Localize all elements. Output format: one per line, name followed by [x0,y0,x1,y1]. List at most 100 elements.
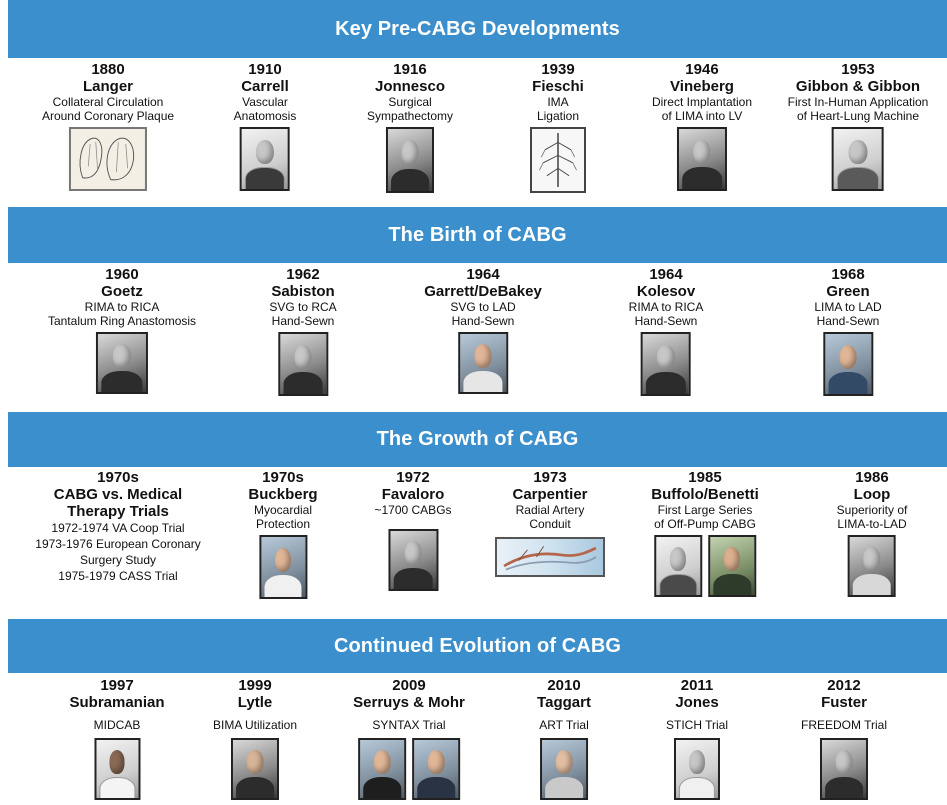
entry-name: Loop [853,486,891,503]
entry-name: CABG vs. Medical [53,486,183,503]
entry-name: Green [826,283,870,300]
entry-desc: Protection [255,517,311,531]
entry-desc: Surgery Study [79,553,157,567]
entry-year: 1916 [393,61,427,78]
entry-name: Fieschi [532,78,584,95]
portrait-photo [94,738,140,800]
entry-desc: Tantalum Ring Anastomosis [47,314,197,328]
timeline-row-pre-cabg: 1880 Langer Collateral Circulation Aroun… [0,61,947,204]
portrait-photo [277,332,328,396]
entry-name: Buffolo/Benetti [651,486,759,503]
entry-desc: of Off-Pump CABG [654,517,756,531]
section-banner-growth-cabg: The Growth of CABG [8,412,947,467]
entry-name: Favaloro [381,486,445,503]
entry-desc: RIMA to RICA [628,300,704,314]
timeline-row-growth-cabg: 1970s CABG vs. Medical Therapy Trials 19… [0,469,947,615]
portrait-photo [259,535,307,599]
entry-desc: of LIMA into LV [661,109,743,123]
entry-taggart: 2010 Taggart ART Trial [537,677,591,800]
portrait-photo [95,332,148,394]
entry-medical-therapy-trials: 1970s CABG vs. Medical Therapy Trials 19… [35,469,200,584]
entry-year: 1999 [238,677,272,694]
entry-desc: Around Coronary Plaque [41,109,175,123]
entry-desc: Anatomosis [233,109,297,123]
entry-desc: 1972-1974 VA Coop Trial [51,521,185,535]
entry-name: Kolesov [636,283,696,300]
entry-desc: RIMA to RICA [84,300,160,314]
entry-year: 2011 [680,677,714,694]
entry-fieschi: 1939 Fieschi IMA Ligation [530,61,586,193]
entry-jones: 2011 Jones STICH Trial [666,677,728,800]
portrait-photo [676,127,727,191]
entry-desc: Sympathectomy [366,109,454,123]
entry-year: 1997 [100,677,134,694]
entry-name: Vineberg [670,78,734,95]
entry-desc: SYNTAX Trial [372,718,446,732]
entry-desc: SVG to RCA [269,300,337,314]
entry-year: 1962 [286,266,320,283]
entry-loop: 1986 Loop Superiority of LIMA-to-LAD [837,469,907,597]
entry-desc: Surgical [388,95,432,109]
entry-favaloro: 1972 Favaloro ~1700 CABGs [374,469,452,591]
entry-buckberg: 1970s Buckberg Myocardial Protection [248,469,318,599]
anatomical-sketch-image [69,127,147,191]
portrait-photo [231,738,279,800]
entry-name: Taggart [537,694,591,711]
entry-name: Therapy Trials [67,503,169,520]
entry-year: 1968 [831,266,865,283]
radial-artery-illustration [495,537,605,577]
entry-desc: ~1700 CABGs [374,503,452,517]
entry-year: 2009 [392,677,426,694]
entry-jonnesco: 1916 Jonnesco Surgical Sympathectomy [367,61,453,193]
entry-gibbon: 1953 Gibbon & Gibbon First In-Human Appl… [787,61,929,191]
entry-year: 1985 [688,469,722,486]
entry-goetz: 1960 Goetz RIMA to RICA Tantalum Ring An… [48,266,196,394]
entry-name: Jones [675,694,719,711]
entry-desc: Radial Artery [515,503,585,517]
entry-desc: SVG to LAD [450,300,516,314]
entry-year: 1939 [541,61,575,78]
entry-year: 1964 [466,266,500,283]
entry-desc: Hand-Sewn [816,314,880,328]
entry-year: 1970s [262,469,304,486]
timeline-row-continued-evolution: 1997 Subramanian MIDCAB 1999 Lytle BIMA … [0,677,947,805]
entry-desc: IMA [547,95,569,109]
entry-desc: Hand-Sewn [271,314,335,328]
entry-desc: LIMA to LAD [814,300,882,314]
entry-name: Carpentier [512,486,588,503]
entry-desc: 1975-1979 CASS Trial [58,569,178,583]
entry-name: Carrell [241,78,289,95]
portrait-photo [641,332,691,396]
entry-desc: First In-Human Application [787,95,929,109]
entry-subramanian: 1997 Subramanian MIDCAB [69,677,165,800]
entry-name: Jonnesco [374,78,446,95]
section-banner-birth-cabg: The Birth of CABG [8,207,947,263]
section-title: Continued Evolution of CABG [333,634,622,657]
entry-garrett-debakey: 1964 Garrett/DeBakey SVG to LAD Hand-Sew… [424,266,542,394]
entry-desc: of Heart-Lung Machine [796,109,920,123]
entry-year: 2010 [547,677,581,694]
entry-year: 1910 [248,61,282,78]
entry-desc: Vascular [242,95,288,109]
entry-vineberg: 1946 Vineberg Direct Implantation of LIM… [652,61,752,191]
section-title: The Growth of CABG [376,428,579,450]
entry-year: 1946 [685,61,719,78]
entry-name: Garrett/DeBakey [424,283,542,300]
section-banner-pre-cabg: Key Pre-CABG Developments [8,0,947,58]
portrait-photo [847,535,896,597]
portrait-photo [385,127,434,193]
portrait-photo [653,535,702,597]
entry-desc: First Large Series [657,503,753,517]
entry-year: 1973 [533,469,567,486]
section-title: Key Pre-CABG Developments [335,17,620,40]
entry-desc: Myocardial [253,503,313,517]
portrait-photo [458,332,508,394]
entry-name: Goetz [101,283,143,300]
portrait-photo [357,738,406,800]
entry-year: 1953 [841,61,875,78]
entry-carrell: 1910 Carrell Vascular Anatomosis [233,61,297,191]
section-banner-continued-evolution: Continued Evolution of CABG [8,619,947,673]
portrait-photo [387,529,438,591]
portrait-photo [239,127,290,191]
timeline-row-birth-cabg: 1960 Goetz RIMA to RICA Tantalum Ring An… [0,266,947,408]
